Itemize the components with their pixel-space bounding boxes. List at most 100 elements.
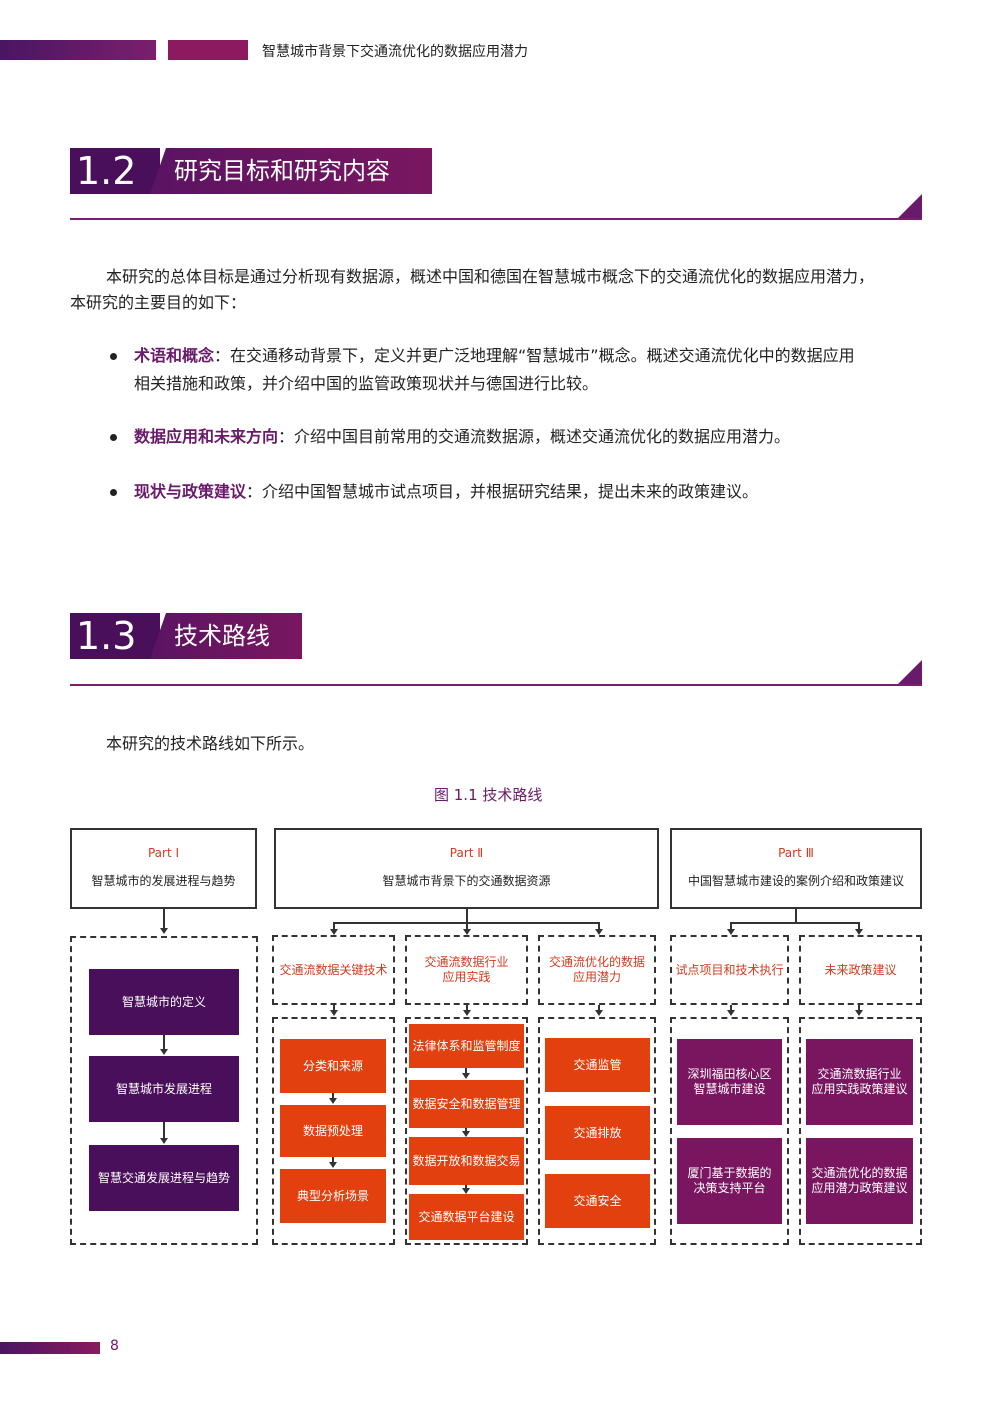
detail-container bbox=[272, 1017, 395, 1245]
header-bar-accent bbox=[168, 40, 248, 60]
arrow-down bbox=[462, 1188, 470, 1194]
node-line: 智慧城市建设 bbox=[693, 1082, 766, 1096]
category-box: 未来政策建议 bbox=[799, 935, 922, 1005]
arrow-down bbox=[329, 1162, 337, 1168]
category-label: 交通流优化的数据 bbox=[548, 955, 645, 969]
section-number: 1.3 bbox=[70, 613, 160, 659]
connector-line bbox=[465, 1185, 467, 1189]
corner-triangle bbox=[898, 660, 922, 684]
flow-node: 典型分析场景 bbox=[280, 1169, 386, 1223]
node-line: 应用潜力政策建议 bbox=[811, 1181, 908, 1195]
category-box: 交通流数据行业应用实践 bbox=[405, 935, 528, 1005]
arrow-down bbox=[855, 929, 863, 935]
connector-line bbox=[598, 922, 600, 930]
flow-node: 智慧城市的定义 bbox=[89, 969, 239, 1035]
category-label: 试点项目和技术执行 bbox=[675, 962, 784, 977]
connector-line bbox=[333, 1005, 335, 1010]
connector-line bbox=[332, 1157, 334, 1163]
connector-line bbox=[466, 922, 468, 930]
connector-line bbox=[465, 1128, 467, 1132]
category-label: 交通流数据行业 bbox=[424, 955, 509, 969]
arrow-down bbox=[160, 928, 168, 934]
connector-line bbox=[332, 1093, 334, 1099]
flow-node: 数据安全和数据管理 bbox=[409, 1080, 524, 1128]
figure-caption: 图 1.1 技术路线 bbox=[434, 786, 543, 804]
bullet-keyword: 数据应用和未来方向 bbox=[134, 427, 279, 446]
connector-line bbox=[333, 922, 335, 930]
bullet-dot bbox=[110, 489, 117, 496]
section-number: 1.2 bbox=[70, 148, 160, 194]
bullet-keyword: 术语和概念 bbox=[134, 346, 215, 365]
part-1-box: Part Ⅰ 智慧城市的发展进程与趋势 bbox=[70, 828, 257, 909]
node-line: 深圳福田核心区 bbox=[687, 1067, 772, 1081]
bullet-item-1: 术语和概念：在交通移动背景下，定义并更广泛地理解“智慧城市”概念。概述交通流优化… bbox=[134, 342, 855, 370]
arrow-down bbox=[329, 1098, 337, 1104]
bullet-text: ：在交通移动背景下，定义并更广泛地理解“智慧城市”概念。概述交通流优化中的数据应… bbox=[214, 346, 855, 365]
connector-line bbox=[163, 909, 165, 929]
arrow-down bbox=[855, 1010, 863, 1016]
category-box: 试点项目和技术执行 bbox=[670, 935, 789, 1005]
node-line: 厦门基于数据的 bbox=[687, 1166, 772, 1180]
route-intro: 本研究的技术路线如下所示。 bbox=[106, 734, 315, 753]
header-bar-left bbox=[0, 40, 156, 60]
bullet-item-2: 数据应用和未来方向：介绍中国目前常用的交通流数据源，概述交通流优化的数据应用潜力… bbox=[134, 423, 790, 451]
flow-node: 交通排放 bbox=[545, 1106, 650, 1160]
detail-container bbox=[405, 1017, 528, 1245]
category-box: 交通流数据关键技术 bbox=[272, 935, 395, 1005]
flow-node: 交通流优化的数据应用潜力政策建议 bbox=[806, 1138, 913, 1224]
arrow-down bbox=[160, 1049, 168, 1055]
connector-line bbox=[730, 922, 732, 930]
bullet-item-1-cont: 相关措施和政策，并介绍中国的监管政策现状并与德国进行比较。 bbox=[134, 374, 599, 393]
category-box: 交通流优化的数据应用潜力 bbox=[538, 935, 656, 1005]
section-title: 研究目标和研究内容 bbox=[150, 148, 432, 194]
part-2-box: Part Ⅱ 智慧城市背景下的交通数据资源 bbox=[274, 828, 659, 909]
bullet-text: ：介绍中国智慧城市试点项目，并根据研究结果，提出未来的政策建议。 bbox=[246, 482, 759, 501]
flow-node: 法律体系和监管制度 bbox=[409, 1024, 524, 1068]
node-line: 应用实践政策建议 bbox=[811, 1082, 908, 1096]
flow-node: 智慧城市发展进程 bbox=[89, 1056, 239, 1122]
part-label: Part Ⅰ bbox=[147, 846, 180, 860]
intro-line-2: 本研究的主要目的如下： bbox=[70, 293, 247, 312]
flow-node: 交通安全 bbox=[545, 1174, 650, 1228]
node-line: 决策支持平台 bbox=[693, 1181, 766, 1195]
flow-node: 厦门基于数据的决策支持平台 bbox=[677, 1138, 782, 1224]
category-label: 未来政策建议 bbox=[824, 962, 897, 977]
connector-line bbox=[858, 1005, 860, 1010]
part-3-box: Part Ⅲ 中国智慧城市建设的案例介绍和政策建议 bbox=[670, 828, 922, 909]
node-line: 交通流优化的数据 bbox=[811, 1166, 908, 1180]
arrow-down bbox=[330, 929, 338, 935]
flow-node: 分类和来源 bbox=[280, 1039, 386, 1093]
node-line: 交通流数据行业 bbox=[817, 1067, 902, 1081]
connector-line bbox=[598, 1005, 600, 1010]
section-divider bbox=[70, 218, 922, 220]
detail-container bbox=[538, 1017, 656, 1245]
connector-line bbox=[466, 1005, 468, 1010]
connector-line bbox=[858, 922, 860, 930]
arrow-down bbox=[462, 1131, 470, 1137]
bullet-keyword: 现状与政策建议 bbox=[134, 482, 247, 501]
arrow-down bbox=[462, 1073, 470, 1079]
part-label: Part Ⅲ bbox=[778, 846, 814, 860]
intro-line-1: 本研究的总体目标是通过分析现有数据源，概述中国和德国在智慧城市概念下的交通流优化… bbox=[106, 267, 875, 286]
bullet-text: ：介绍中国目前常用的交通流数据源，概述交通流优化的数据应用潜力。 bbox=[278, 427, 791, 446]
connector-line bbox=[795, 909, 797, 923]
corner-triangle bbox=[898, 194, 922, 218]
part-label: Part Ⅱ bbox=[449, 846, 484, 860]
arrow-down bbox=[727, 929, 735, 935]
flow-node: 深圳福田核心区智慧城市建设 bbox=[677, 1039, 782, 1125]
arrow-down bbox=[463, 1010, 471, 1016]
flow-node: 数据预处理 bbox=[280, 1105, 386, 1157]
detail-container bbox=[799, 1017, 922, 1245]
connector-line bbox=[163, 1122, 165, 1138]
arrow-down bbox=[727, 1010, 735, 1016]
part-title: 中国智慧城市建设的案例介绍和政策建议 bbox=[687, 874, 904, 888]
section-title: 技术路线 bbox=[150, 613, 302, 659]
header-title: 智慧城市背景下交通流优化的数据应用潜力 bbox=[262, 44, 528, 60]
arrow-down bbox=[595, 1010, 603, 1016]
bullet-item-3: 现状与政策建议：介绍中国智慧城市试点项目，并根据研究结果，提出未来的政策建议。 bbox=[134, 478, 758, 506]
part-title: 智慧城市背景下的交通数据资源 bbox=[382, 874, 551, 888]
part-title: 智慧城市的发展进程与趋势 bbox=[91, 874, 236, 888]
arrow-down bbox=[463, 929, 471, 935]
connector-line bbox=[465, 1068, 467, 1074]
flow-node: 智慧交通发展进程与趋势 bbox=[89, 1145, 239, 1211]
